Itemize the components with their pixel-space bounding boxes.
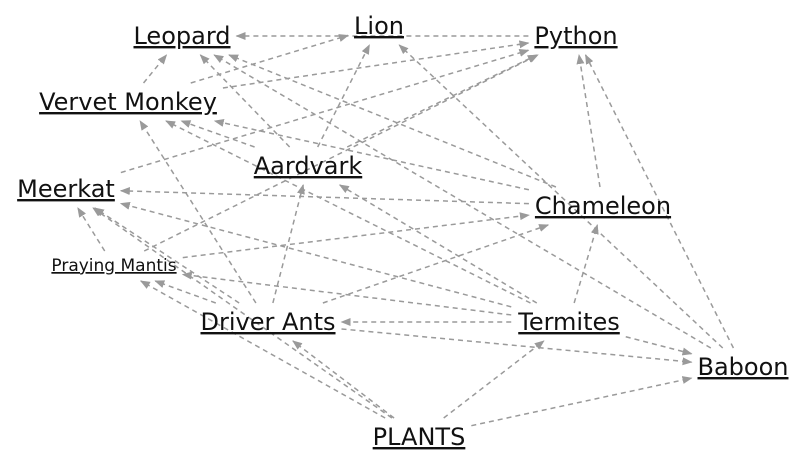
arrow-termites-to-chameleon <box>573 224 599 304</box>
arrow-driver-ants-to-meerkat <box>94 207 240 304</box>
arrow-vervet-monkey-to-lion <box>190 34 349 84</box>
arrow-aardvark-to-vervet-monkey <box>180 120 255 148</box>
node-termites: Termites <box>517 308 620 336</box>
arrow-driver-ants-to-baboon <box>341 328 693 366</box>
arrow-baboon-to-python <box>584 54 735 349</box>
arrow-vervet-monkey-to-leopard <box>142 54 168 84</box>
label-layer: Leopard Lion Python Vervet Monkey Aardva… <box>17 12 788 451</box>
arrow-aardvark-to-lion <box>317 44 371 148</box>
node-plants: PLANTS <box>373 423 466 451</box>
arrow-aardvark-to-python <box>346 54 538 148</box>
arrow-chameleon-to-python <box>576 54 601 188</box>
node-vervet-monkey: Vervet Monkey <box>39 88 217 116</box>
node-lion: Lion <box>354 12 404 40</box>
arrow-plants-to-meerkat <box>92 207 393 419</box>
arrow-praying-mantis-to-chameleon <box>182 212 530 259</box>
arrow-chameleon-to-leopard <box>228 54 557 188</box>
arrow-driver-ants-to-aardvark <box>272 184 305 304</box>
arrow-driver-ants-to-praying-mantis <box>154 280 217 304</box>
arrow-plants-to-praying-mantis <box>139 280 386 419</box>
arrow-driver-ants-to-chameleon <box>322 224 550 304</box>
arrow-termites-to-baboon <box>625 336 693 356</box>
arrow-baboon-to-lion <box>398 44 724 349</box>
arrow-plants-to-driver-ants <box>292 340 395 419</box>
node-aardvark: Aardvark <box>254 152 363 180</box>
node-baboon: Baboon <box>698 353 789 381</box>
arrow-praying-mantis-to-python <box>143 54 539 252</box>
node-leopard: Leopard <box>133 22 230 50</box>
node-praying-mantis: Praying Mantis <box>51 256 176 276</box>
arrow-plants-to-baboon <box>471 376 693 427</box>
node-meerkat: Meerkat <box>17 175 115 203</box>
arrow-praying-mantis-to-meerkat <box>77 207 106 252</box>
arrow-baboon-to-leopard <box>213 54 712 349</box>
arrow-termites-to-aardvark <box>338 184 538 304</box>
arrow-aardvark-to-leopard <box>199 54 291 148</box>
arrow-vervet-monkey-to-python <box>222 40 530 89</box>
arrow-termites-to-vervet-monkey <box>165 120 531 304</box>
node-driver-ants: Driver Ants <box>200 308 335 336</box>
arrow-meerkat-to-python <box>120 49 530 174</box>
arrow-layer <box>77 32 735 427</box>
arrow-termites-to-meerkat <box>119 201 512 308</box>
arrow-termites-to-praying-mantis <box>181 271 512 316</box>
node-chameleon: Chameleon <box>535 192 671 220</box>
node-python: Python <box>534 22 617 50</box>
arrow-plants-to-termites <box>443 340 545 419</box>
arrow-chameleon-to-meerkat <box>119 187 529 205</box>
